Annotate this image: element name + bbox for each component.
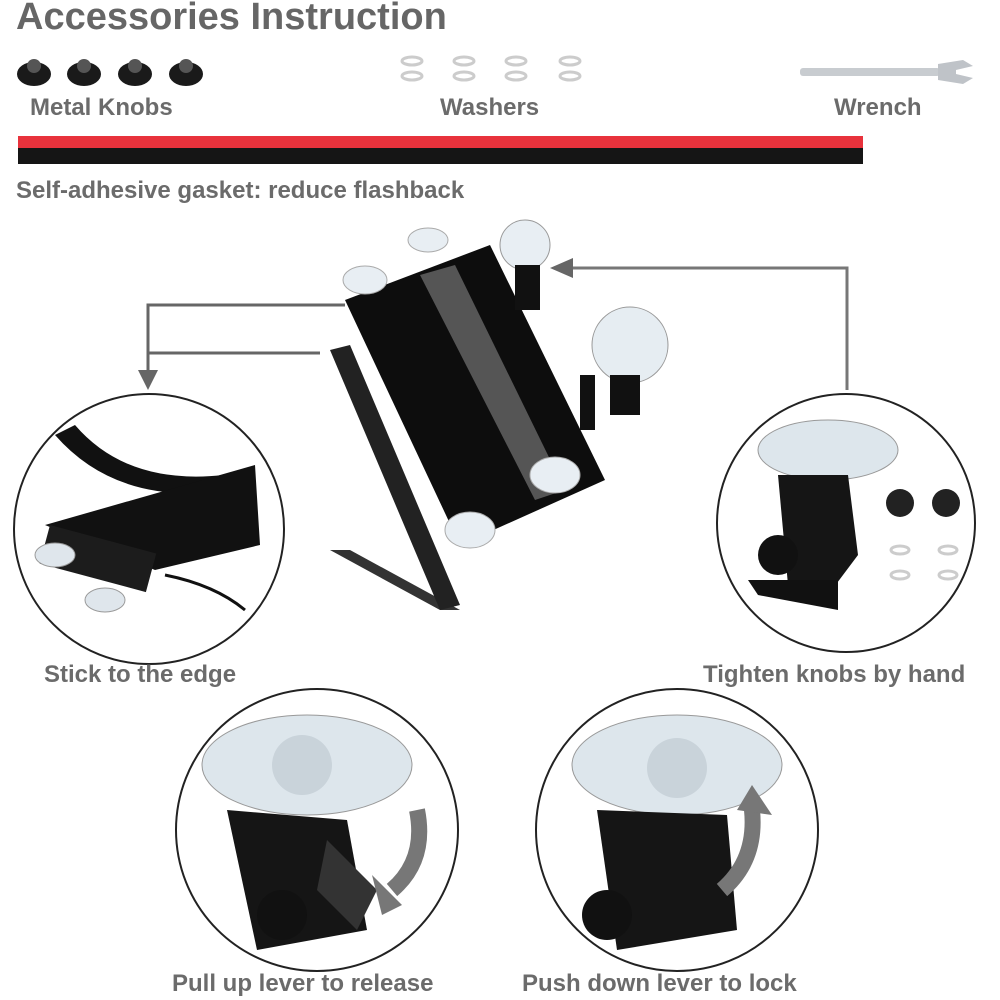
suction-mount-icon <box>580 306 669 430</box>
step-stick-label: Stick to the edge <box>44 661 237 688</box>
detail-circle-edge <box>13 393 285 665</box>
wrench-icon <box>800 60 973 84</box>
detail-circle-lock <box>535 688 819 972</box>
detail-circle-release <box>175 688 459 972</box>
gasket-strip <box>18 136 863 164</box>
step-lock-label: Push down lever to lock <box>522 970 797 997</box>
page-title: Accessories Instruction <box>16 0 447 38</box>
washer-icon <box>400 55 582 82</box>
gasket-label: Self-adhesive gasket: reduce flashback <box>16 177 465 204</box>
accessory-label-wrench: Wrench <box>834 94 922 121</box>
arrow-left-connector <box>138 303 345 390</box>
accessory-label-washers: Washers <box>440 94 540 121</box>
arrow-right-connector <box>550 258 849 390</box>
strobe-light-device <box>330 219 605 610</box>
step-release-label: Pull up lever to release <box>172 970 434 997</box>
knob-icon <box>17 59 203 86</box>
detail-circle-tighten <box>716 393 976 653</box>
accessory-label-knobs: Metal Knobs <box>30 94 173 121</box>
step-tighten-label: Tighten knobs by hand <box>703 661 966 688</box>
